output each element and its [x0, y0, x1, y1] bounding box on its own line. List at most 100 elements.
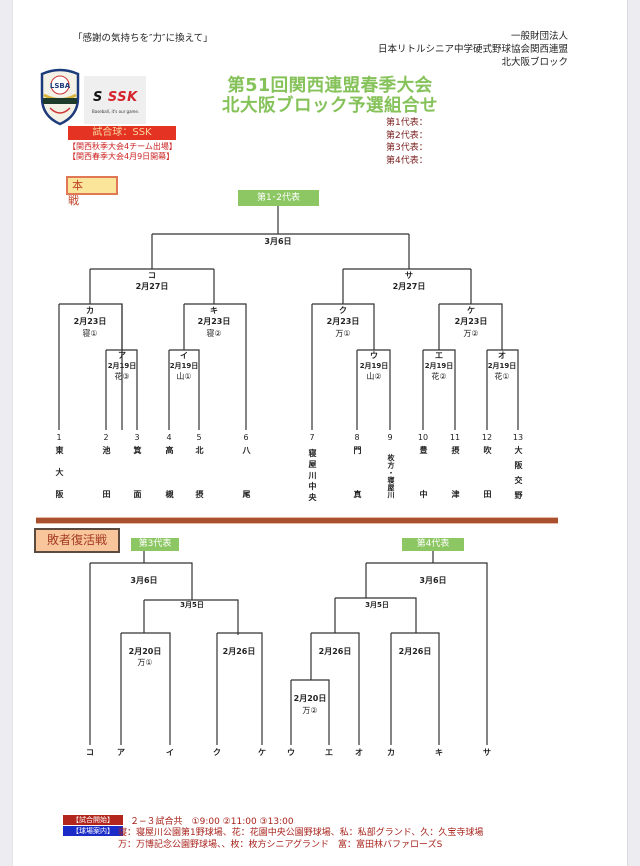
- cons-right-b-date: 2月26日: [399, 647, 432, 656]
- match-date: 2月19日: [488, 362, 517, 370]
- match-venue: 花③: [114, 371, 129, 381]
- match-code: エ: [435, 351, 443, 360]
- cons-right-a: [310, 632, 360, 745]
- team-name: 北摂: [195, 446, 204, 534]
- title-line-1: 第51回関西連盟春季大会: [227, 76, 433, 96]
- team-number: 8: [354, 433, 359, 442]
- match-u: [356, 349, 391, 430]
- motto-text: 「感謝の気持ちを″力″に換えて」: [73, 33, 213, 44]
- ssk-tagline: Baseball, it's our game.: [92, 109, 140, 114]
- cons-right-semi: [334, 597, 417, 633]
- match-ku: [311, 269, 375, 430]
- representative-2: 第2代表：: [386, 130, 428, 141]
- match-venue: 花②: [431, 371, 446, 381]
- match-date: 2月23日: [198, 317, 231, 326]
- cons-left-a: [120, 632, 171, 745]
- match-date: 2月27日: [393, 282, 426, 291]
- cons-left-final-date: 3月6日: [130, 576, 157, 585]
- team-name: 枚方・寝屋川: [387, 453, 395, 499]
- cons-left-a-venue: 万①: [137, 658, 152, 667]
- match-venue: 花①: [494, 371, 509, 381]
- team-name: 箕面: [133, 446, 142, 534]
- match-venue: 山①: [176, 371, 191, 381]
- team-number: 4: [166, 433, 171, 442]
- cons-right-c: [290, 679, 330, 745]
- team-name: 八尾: [242, 446, 251, 534]
- cons-left-semi-date: 3月5日: [180, 601, 204, 609]
- cons-left-a-date: 2月20日: [129, 647, 162, 656]
- match-code: キ: [210, 306, 218, 315]
- team-number: 1: [56, 433, 61, 442]
- representative-3: 第3代表：: [386, 143, 428, 153]
- note-autumn: 【関西秋季大会4チーム出場】: [68, 142, 177, 151]
- team-name: 門真: [353, 446, 362, 534]
- match-i: [168, 349, 200, 430]
- final-date: 3月6日: [264, 237, 291, 246]
- match-venue: 寝②: [206, 328, 221, 338]
- match-code: カ: [86, 306, 94, 315]
- consolation-slot: オ: [355, 748, 363, 757]
- cons-right-final: [365, 551, 488, 745]
- cons-left-semi: [143, 599, 239, 635]
- cons-right-semi-date: 3月5日: [365, 601, 389, 609]
- match-date: 2月23日: [74, 317, 107, 326]
- match-venue: 山②: [366, 371, 381, 381]
- consolation-bracket-label: 敗者復活戦: [34, 528, 120, 553]
- match-code: ケ: [467, 306, 475, 315]
- consolation-slot: サ: [483, 748, 491, 757]
- team-number: 9: [387, 433, 392, 442]
- organization-block: 一般財団法人 日本リトルシニア中学硬式野球協会関西連盟 北大阪ブロック: [378, 30, 568, 69]
- team-number: 13: [513, 433, 523, 442]
- ssk-logo: S SSK Baseball, it's our game.: [84, 76, 146, 124]
- consolation-slot: コ: [86, 748, 94, 757]
- team-name: 東大阪: [55, 446, 64, 512]
- org-line: 一般財団法人: [510, 31, 568, 42]
- match-code: イ: [180, 351, 188, 360]
- fourth-representative-label: 第4代表: [402, 538, 464, 551]
- consolation-slot: ア: [117, 748, 125, 757]
- team-number: 11: [450, 433, 460, 442]
- cons-right-c-venue: 万②: [302, 706, 317, 715]
- consolation-slot: カ: [387, 748, 395, 757]
- match-date: 2月23日: [327, 317, 360, 326]
- match-venue: 万②: [463, 329, 478, 338]
- match-code: ア: [118, 351, 126, 360]
- representative-1: 第1代表：: [386, 118, 428, 128]
- representatives-list: 第1代表： 第2代表： 第3代表： 第4代表：: [386, 117, 428, 167]
- team-number: 12: [482, 433, 492, 442]
- representative-4: 第4代表：: [386, 155, 428, 166]
- start-time-tag: 【試合開始】: [63, 815, 123, 825]
- match-code: コ: [148, 271, 156, 280]
- cons-right-c-date: 2月20日: [294, 694, 327, 703]
- lsba-logo: LSBA: [38, 68, 82, 126]
- cons-left-final: [89, 551, 193, 745]
- cons-left-b-date: 2月26日: [223, 647, 256, 656]
- official-ball-banner: 試合球：SSK: [68, 126, 176, 140]
- third-representative-label: 第3代表: [131, 538, 179, 551]
- venue-guide-line-1: 寝：寝屋川公園第1野球場、花：花園中央公園野球場、私：私部グランド、久：久宝寺球…: [118, 828, 484, 838]
- consolation-slot: エ: [325, 748, 333, 757]
- match-code: オ: [498, 351, 506, 360]
- match-code: サ: [405, 271, 413, 280]
- match-venue: 万①: [335, 329, 350, 338]
- semi-right: [343, 234, 471, 270]
- consolation-slot: キ: [435, 748, 443, 757]
- team-number: 6: [243, 433, 248, 442]
- final-connector: [152, 206, 409, 235]
- team-name: 摂津: [451, 446, 460, 534]
- venue-guide-tag: 【球場案内】: [63, 826, 123, 836]
- consolation-slot: ウ: [287, 748, 295, 757]
- cons-right-a-date: 2月26日: [319, 647, 352, 656]
- team-name: 池田: [102, 446, 111, 534]
- team-name: 寝屋川中央: [308, 448, 317, 504]
- document-sheet: [12, 0, 628, 866]
- main-bracket-label: 本 戦: [66, 176, 118, 207]
- start-time-text: ２−３試合共 ①9:00 ②11:00 ③13:00: [130, 817, 294, 827]
- match-code: ウ: [370, 351, 378, 360]
- match-e: [422, 349, 456, 430]
- team-name: 高槻: [165, 446, 174, 534]
- section-divider: [36, 517, 558, 524]
- team-number: 2: [103, 433, 108, 442]
- venue-guide-line-2: 万：万博記念公園野球場、、枚：枚方シニアグランド 富：富田林バファローズS: [118, 840, 443, 850]
- team-number: 7: [309, 433, 314, 442]
